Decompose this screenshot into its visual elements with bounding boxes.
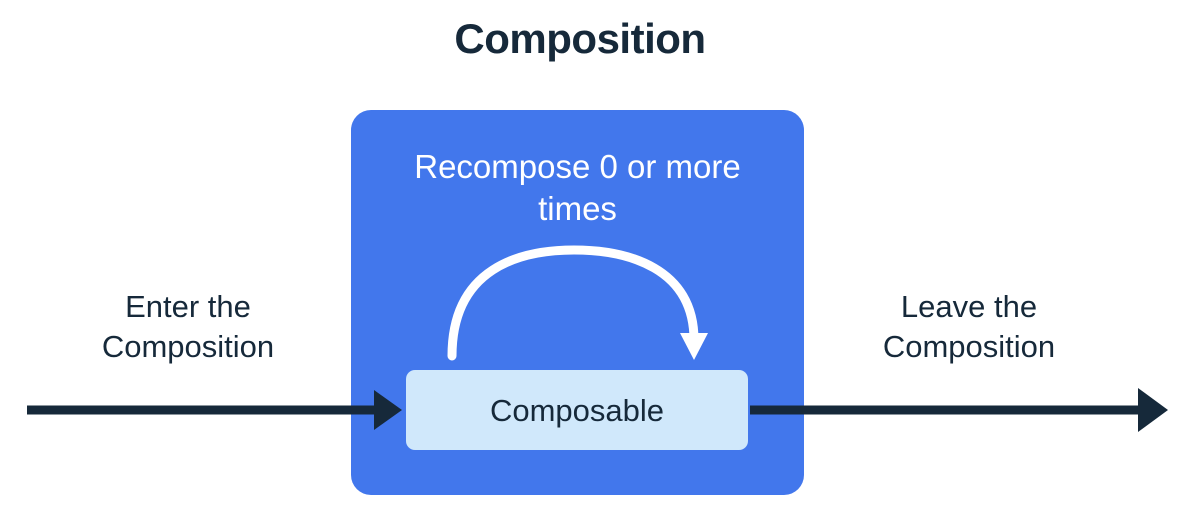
page-title: Composition [454, 15, 706, 62]
leave-composition-label: Leave the Composition [882, 289, 1056, 365]
leave-arrow-icon [750, 388, 1168, 432]
enter-composition-label: Enter the Composition [101, 289, 275, 365]
enter-arrow-icon [27, 390, 402, 430]
composable-label: Composable [489, 392, 665, 428]
composable-box: Composable [406, 370, 748, 450]
recompose-label: Recompose 0 or more times [414, 148, 741, 228]
